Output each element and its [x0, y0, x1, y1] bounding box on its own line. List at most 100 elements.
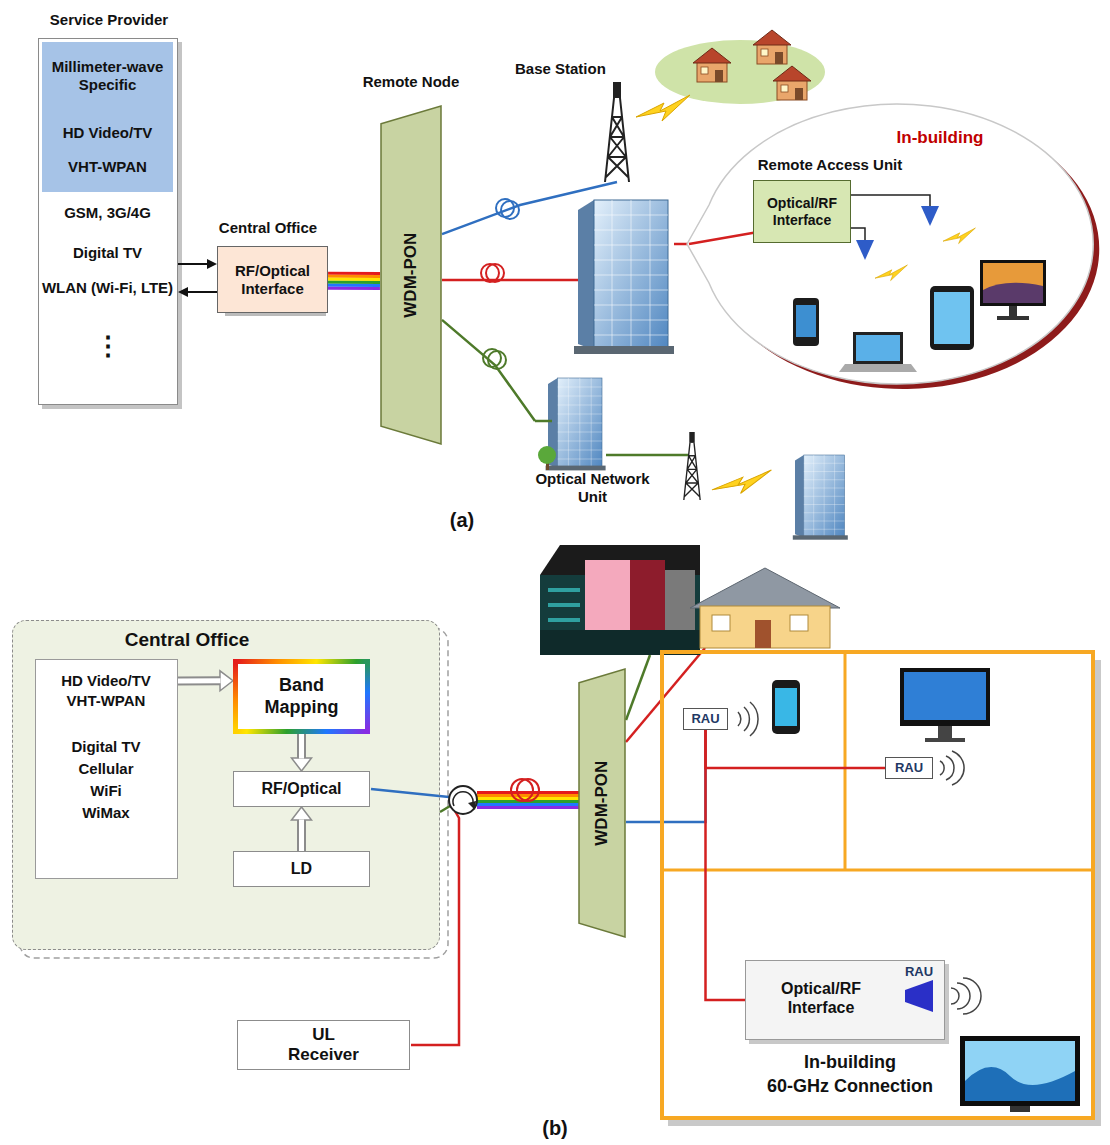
antenna-box [745, 960, 945, 1040]
fiber-bundle [328, 272, 380, 275]
fiber-line [535, 420, 552, 423]
base-station: Base Station [515, 58, 640, 182]
houses [773, 66, 811, 100]
building [665, 570, 695, 630]
connector [178, 671, 233, 691]
optical-rf-interface-box: Optical/RF Interface [753, 180, 851, 243]
device-icon [772, 668, 1080, 1112]
text-slot: UL Receiver [238, 1021, 409, 1069]
houses [753, 30, 791, 64]
box-label: Optical Network Unit [535, 470, 650, 506]
in-building-bubble [687, 104, 1093, 384]
fiber-line [626, 655, 650, 720]
band-mapping-box: Band Mapping [233, 659, 370, 734]
antenna-box [905, 980, 933, 1012]
hollow-arrow [178, 676, 221, 685]
box-label: RAU [895, 760, 923, 776]
box-label: WiMax [36, 804, 176, 822]
house [755, 620, 771, 648]
text-slot: LD [234, 852, 369, 886]
in-building-bubble [689, 232, 758, 244]
fiber-line [477, 794, 579, 797]
text-slot: (a) [437, 508, 487, 532]
in-building-bubble [875, 265, 907, 281]
text-slot: RAU [886, 758, 932, 778]
millimeter-wave-box: Millimeter-wave SpecificHD Video/TVVHT-W… [42, 42, 173, 192]
region-shadow [668, 1120, 1101, 1126]
box-label: UL Receiver [281, 1025, 366, 1066]
text-slot: RF/Optical Interface [218, 247, 327, 312]
house [712, 615, 730, 631]
in-building-bubble [839, 364, 917, 372]
text-slot: RAU [898, 964, 940, 980]
wireless-bolt [636, 95, 690, 121]
laser-diode-box: LD [233, 851, 370, 887]
device-icon [775, 688, 797, 726]
rau-interface-box: Optical/RF Interface RAU [745, 960, 945, 1040]
text-slot: Digital TV [36, 738, 176, 756]
text-slot: HD Video/TV [36, 672, 176, 690]
fiber-line [440, 806, 450, 812]
in-building-bubble [846, 195, 930, 240]
text-slot: HD Video/TV [42, 124, 173, 142]
text-slot: Base Station [515, 60, 625, 78]
heading-label: Central Office [188, 219, 348, 237]
callout-outline [685, 100, 1103, 392]
in-building-bubble [921, 206, 939, 226]
circulator-symbol [449, 786, 477, 814]
connector-line [706, 730, 886, 768]
device-icon [900, 668, 990, 726]
heading-label: Service Provider [19, 11, 199, 29]
houses [693, 48, 731, 82]
figure-label: (a) [437, 508, 487, 532]
text-slot: WiFi [36, 782, 176, 800]
fiber-coil [511, 779, 533, 801]
heading-label: Central Office [53, 629, 321, 652]
text-slot: WDM-PON [578, 668, 626, 938]
device-icon [965, 1067, 1075, 1101]
ul-receiver-box: UL Receiver [237, 1020, 410, 1070]
houses [655, 40, 825, 104]
text-slot: GSM, 3G/4G [39, 204, 176, 222]
text-slot: WDM-PON [380, 105, 442, 445]
callout-outline [687, 104, 1093, 384]
connector-line [442, 182, 617, 234]
in-building-bubble [943, 228, 975, 244]
text-slot: RAU [684, 709, 727, 729]
box-label: RF/Optical Interface [218, 262, 327, 298]
circulator-symbol [449, 786, 477, 814]
box-label: RF/Optical [261, 779, 341, 798]
text-slot: Service Provider [19, 11, 199, 29]
box-label: WiFi [36, 782, 176, 800]
fiber-line [477, 791, 579, 794]
box-label: HD Video/TV [36, 672, 176, 690]
device-icon [925, 738, 965, 742]
house [690, 568, 840, 648]
connector [328, 273, 380, 288]
hollow-arrow [178, 678, 221, 683]
building [585, 560, 630, 630]
wdm-pon-node: WDM-PON [578, 668, 626, 938]
connector [292, 734, 312, 771]
in-building-bubble [856, 240, 874, 260]
house [790, 615, 808, 631]
heading-label: Remote Node [350, 73, 472, 91]
fiber-line [477, 806, 579, 809]
connector [178, 259, 217, 269]
tower-symbol [684, 432, 700, 500]
central-office-region [12, 620, 440, 950]
text-slot: Remote Access Unit [745, 156, 915, 174]
arrow-head [220, 671, 233, 691]
fiber-line [606, 454, 688, 457]
box-label: WDM-PON [592, 761, 612, 846]
connector [706, 730, 746, 1000]
hollow-arrow [297, 734, 306, 759]
heading-label: In-building [875, 128, 1005, 148]
text-slot: Optical/RF Interface [756, 979, 886, 1017]
connector [442, 320, 535, 421]
hollow-arrow [299, 734, 304, 759]
in-building-bubble [934, 292, 970, 344]
building [548, 590, 580, 620]
